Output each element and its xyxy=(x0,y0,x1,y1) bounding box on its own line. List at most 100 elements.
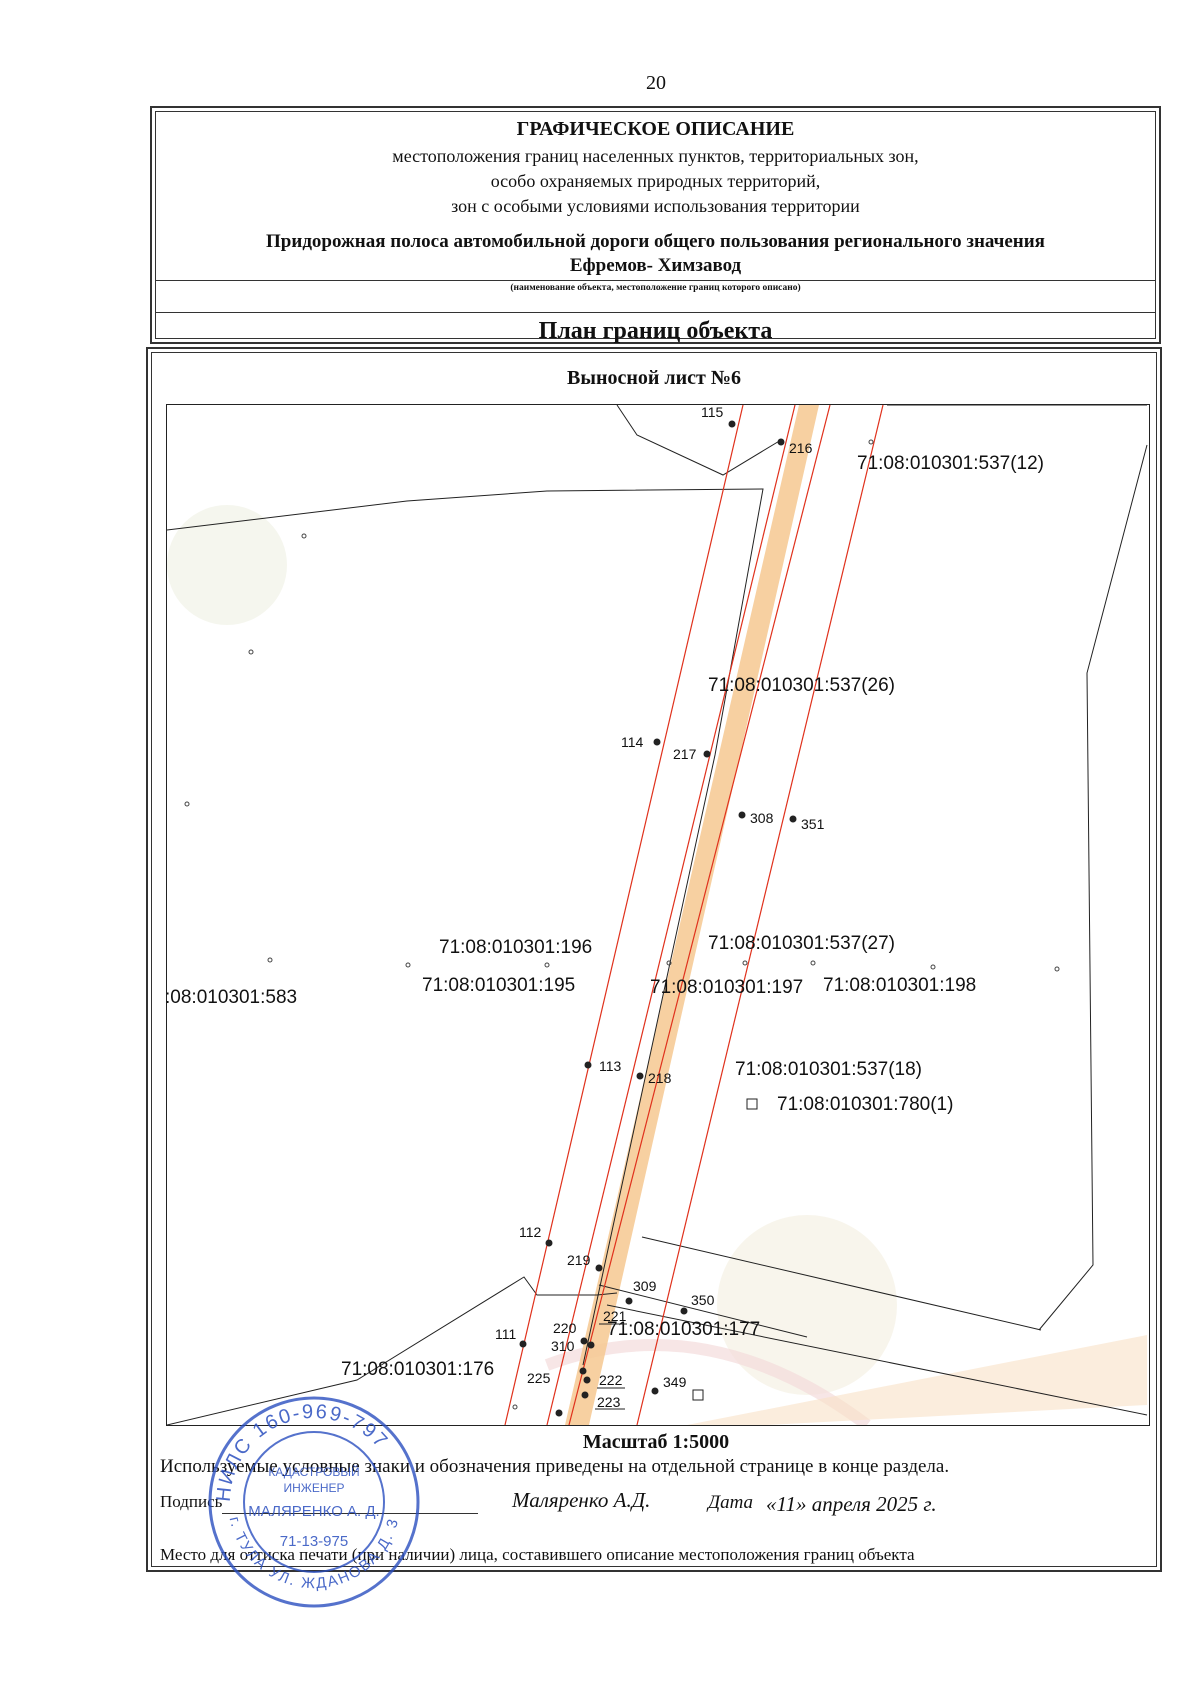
boundary-point[interactable] xyxy=(651,1387,659,1395)
map-sheet-frame: Выносной лист №6 xyxy=(146,347,1162,1572)
cadastral-label[interactable]: 71:08:010301:196 xyxy=(439,937,592,958)
header-divider xyxy=(156,280,1155,281)
boundary-point[interactable] xyxy=(680,1307,688,1315)
point-label: 223 xyxy=(597,1394,621,1410)
cadastral-label[interactable]: 71:08:010301:197 xyxy=(650,977,803,998)
boundary-points xyxy=(519,420,797,1417)
parcel-line xyxy=(167,488,764,1366)
parcel-line xyxy=(167,1276,618,1425)
header-inner-frame: ГРАФИЧЕСКОЕ ОПИСАНИЕ местоположения гран… xyxy=(155,111,1156,344)
object-caption: (наименование объекта, местоположение гр… xyxy=(510,283,801,293)
survey-marker xyxy=(267,957,273,963)
survey-marker xyxy=(868,439,874,445)
boundary-point[interactable] xyxy=(625,1297,633,1305)
boundary-point[interactable] xyxy=(789,815,797,823)
survey-marker xyxy=(742,960,748,966)
survey-marker xyxy=(248,649,254,655)
object-name-line-2: Ефремов- Химзавод xyxy=(569,255,742,276)
map-scale: Масштаб 1:5000 xyxy=(582,1431,730,1453)
date-label: Дата xyxy=(708,1492,754,1513)
point-label: 308 xyxy=(750,810,774,826)
point-label: 220 xyxy=(553,1320,577,1336)
road-band-secondary xyxy=(687,1335,1147,1425)
stamp-place-note: Место для оттиска печати (при наличии) л… xyxy=(160,1545,915,1564)
point-label: 219 xyxy=(567,1252,591,1268)
boundary-point[interactable] xyxy=(777,438,785,446)
terrain-shading xyxy=(167,505,287,625)
cadastral-label[interactable]: :08:010301:583 xyxy=(167,987,297,1008)
signer-name: Маляренко А.Д. xyxy=(512,1488,651,1512)
point-label: 351 xyxy=(801,816,825,832)
boundary-point[interactable] xyxy=(519,1340,527,1348)
point-label: 218 xyxy=(648,1070,672,1086)
point-label: 114 xyxy=(621,734,644,750)
boundary-point[interactable] xyxy=(581,1391,589,1399)
legend-note: Используемые условные знаки и обозначени… xyxy=(160,1456,950,1477)
point-label: 111 xyxy=(495,1326,516,1342)
survey-marker xyxy=(512,1404,518,1410)
document-title: ГРАФИЧЕСКОЕ ОПИСАНИЕ xyxy=(516,118,795,140)
boundary-point[interactable] xyxy=(545,1239,553,1247)
boundary-map[interactable]: 71:08:010301:537(12) 71:08:010301:537(26… xyxy=(166,404,1150,1426)
boundary-line[interactable] xyxy=(546,405,796,1425)
boundary-point[interactable] xyxy=(584,1061,592,1069)
object-name: Придорожная полоса автомобильной дороги … xyxy=(156,230,1155,278)
road-band xyxy=(565,405,819,1425)
cadastral-label[interactable]: 71:08:010301:537(18) xyxy=(735,1059,922,1080)
cadastral-label[interactable]: 71:08:010301:198 xyxy=(823,975,976,996)
survey-marker xyxy=(301,533,307,539)
signature-label: Подпись xyxy=(160,1492,223,1511)
point-label: 350 xyxy=(691,1292,715,1308)
header-divider xyxy=(156,312,1155,313)
boundary-point[interactable] xyxy=(583,1376,591,1384)
boundary-line[interactable] xyxy=(636,405,884,1425)
parcel-line xyxy=(606,1304,1148,1416)
cadastral-label[interactable]: 71:08:010301:177 xyxy=(607,1319,760,1340)
boundary-point[interactable] xyxy=(580,1337,588,1345)
object-name-line-1: Придорожная полоса автомобильной дороги … xyxy=(266,231,1045,252)
boundary-point[interactable] xyxy=(728,420,736,428)
boundary-point[interactable] xyxy=(636,1072,644,1080)
terrain-shading xyxy=(717,1215,897,1395)
cadastral-label[interactable]: 71:08:010301:537(12) xyxy=(857,453,1044,474)
parcel-line xyxy=(641,1236,1042,1331)
point-label: 221 xyxy=(603,1308,627,1324)
cadastral-label[interactable]: 71:08:010301:176 xyxy=(341,1359,494,1380)
plan-title: План границ объекта xyxy=(538,318,773,344)
boundary-point[interactable] xyxy=(738,811,746,819)
point-label: 217 xyxy=(673,746,697,762)
boundary-point[interactable] xyxy=(555,1409,563,1417)
signature-line xyxy=(222,1513,478,1514)
boundary-point[interactable] xyxy=(579,1367,587,1375)
survey-marker xyxy=(544,962,550,968)
cadastral-label[interactable]: 71:08:010301:195 xyxy=(422,975,575,996)
header-frame: ГРАФИЧЕСКОЕ ОПИСАНИЕ местоположения гран… xyxy=(150,106,1161,344)
point-label: 225 xyxy=(527,1370,551,1386)
survey-marker xyxy=(1054,966,1060,972)
point-label: 309 xyxy=(633,1278,657,1294)
subtitle-line-2: особо охраняемых природных территорий, xyxy=(490,171,821,191)
cadastral-label[interactable]: 71:08:010301:780(1) xyxy=(777,1094,953,1115)
cadastral-label[interactable]: 71:08:010301:537(27) xyxy=(708,933,895,954)
survey-marker xyxy=(666,960,672,966)
cadastral-label[interactable]: 71:08:010301:537(26) xyxy=(708,675,895,696)
boundary-point[interactable] xyxy=(653,738,661,746)
point-label: 349 xyxy=(663,1374,687,1390)
parcel-line xyxy=(1038,444,1148,1331)
date-value: «11» апреля 2025 г. xyxy=(766,1492,937,1516)
structure-marker xyxy=(692,1389,704,1401)
parcel-line xyxy=(598,1284,808,1338)
structure-marker xyxy=(746,1098,758,1110)
point-label: 113 xyxy=(599,1058,622,1074)
boundary-point[interactable] xyxy=(595,1264,603,1272)
point-label: 216 xyxy=(789,440,813,456)
survey-marker xyxy=(810,960,816,966)
boundary-point[interactable] xyxy=(587,1341,595,1349)
point-label: 222 xyxy=(599,1372,623,1388)
parcel-line xyxy=(616,405,782,476)
map-canvas: 71:08:010301:537(12) 71:08:010301:537(26… xyxy=(167,405,1148,1425)
point-label: 112 xyxy=(519,1224,542,1240)
boundary-line[interactable] xyxy=(504,405,744,1425)
boundary-point[interactable] xyxy=(703,750,711,758)
boundary-line[interactable] xyxy=(568,405,831,1425)
